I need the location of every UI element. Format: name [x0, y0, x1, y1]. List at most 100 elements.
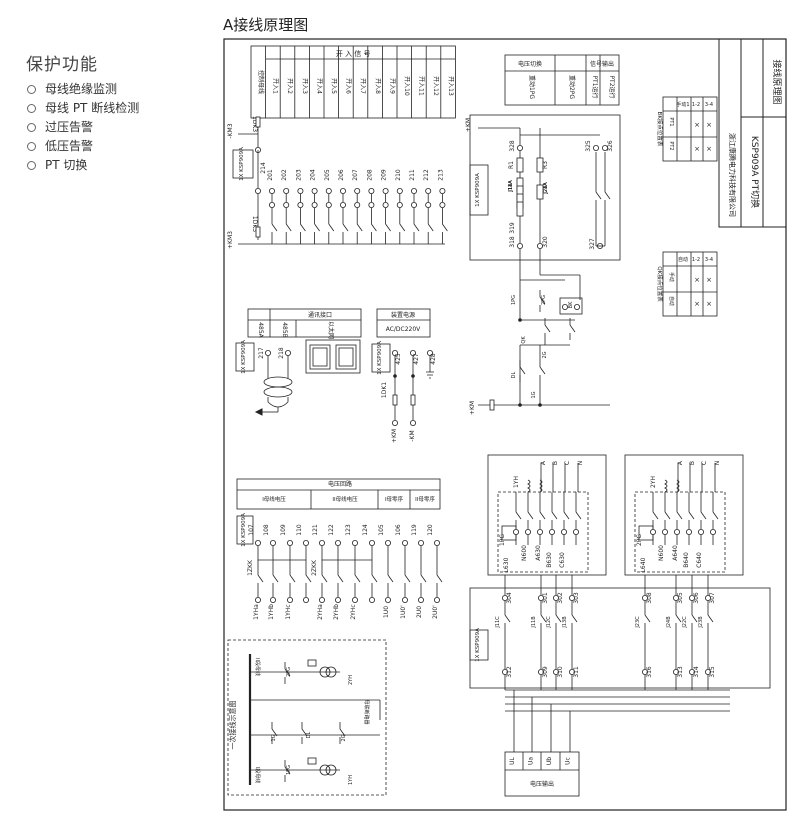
terminal-icon: [537, 529, 544, 536]
switch-contact-icon: [675, 614, 682, 623]
terminal-number: 428: [430, 353, 437, 365]
terminal-icon: [283, 201, 290, 208]
relay-label: J21A: [543, 182, 549, 195]
power-minus-label: -KM: [409, 430, 416, 441]
mcb-contact-icon: [354, 574, 361, 583]
terminal-number: 108: [263, 524, 270, 536]
terminal-number: 311: [573, 666, 580, 678]
terminal-number: 201: [267, 169, 274, 181]
fuse-label: 1DK3: [251, 116, 258, 132]
terminal-icon: [710, 529, 717, 536]
switch-contact-icon: [691, 614, 698, 623]
terminal-icon: [401, 540, 408, 547]
terminal-icon: [433, 540, 440, 547]
switch-label: BK: [568, 301, 574, 308]
pt-icon: [325, 666, 337, 678]
relay-coil-icon: [536, 157, 544, 173]
terminal-icon: [368, 597, 375, 604]
fuse-icon: [489, 399, 495, 411]
terminal-icon: [396, 201, 403, 208]
terminal-icon: [268, 201, 275, 208]
open-input-label: 开入4: [315, 78, 322, 94]
function-item: 过压告警: [27, 118, 139, 137]
terminal-icon: [254, 187, 261, 194]
terminal-number: 203: [295, 169, 302, 181]
bus-label: +KM: [469, 401, 476, 415]
pt-label: 2YH: [650, 476, 657, 488]
fuse-icon: [392, 394, 398, 406]
phase-label: C: [564, 461, 571, 465]
terminal-icon: [553, 595, 560, 602]
device-label-box: [469, 164, 489, 216]
output-col: Uc: [565, 757, 572, 765]
terminal-number: 309: [542, 666, 549, 678]
terminal-number: 206: [338, 169, 345, 181]
contact-closed-mark: ×: [694, 300, 700, 308]
breaker-label: 2ZKK: [311, 559, 318, 576]
table-col: 自动: [678, 256, 688, 263]
open-input-label: 开入13: [447, 76, 454, 96]
switch-label: QK: [521, 336, 527, 344]
ethernet-port-icon: [312, 347, 328, 367]
relay-label: J24B: [666, 616, 672, 629]
terminal-number: 110: [296, 524, 303, 536]
contact-table-title: QK接点位置表: [656, 266, 664, 302]
device-label: 1X KSP909A: [377, 341, 383, 375]
terminal-number: 123: [345, 524, 352, 536]
pt-output-label: 2U0: [416, 606, 423, 618]
terminal-icon: [673, 669, 680, 676]
terminal-number: 107: [248, 524, 255, 536]
terminal-number: 209: [381, 169, 388, 181]
pt-output-label: 2YHc: [350, 604, 357, 619]
contact-label: 2PG: [541, 295, 547, 305]
terminal-icon: [501, 595, 508, 602]
function-item: 低压告警: [27, 137, 139, 156]
terminal-icon: [286, 540, 293, 547]
contact-closed-mark: ×: [706, 121, 712, 129]
pt-contact-icon: [712, 511, 719, 520]
control-bus-label: 控制母线: [257, 70, 265, 94]
device-label: 1X KSP909A: [241, 513, 247, 547]
pt-label: 1PG: [286, 765, 292, 775]
switch-item: 重动1PG: [528, 75, 536, 99]
relay-coil-icon: [536, 184, 544, 200]
terminal-icon: [673, 595, 680, 602]
terminal-number: 310: [557, 666, 564, 678]
terminal-icon: [439, 201, 446, 208]
input-contact-icon: [328, 223, 335, 232]
terminal-icon: [401, 597, 408, 604]
pt-icon: [325, 764, 337, 776]
protection-function-list: 母线绝缘监测 母线 PT 断线检测 过压告警 低压告警 PT 切换: [27, 80, 139, 175]
input-contact-icon: [427, 223, 434, 232]
phase-label: N: [714, 461, 721, 466]
pt-winding-icon: [676, 479, 680, 493]
bus-label: I段母线: [254, 767, 261, 783]
terminal-icon: [689, 669, 696, 676]
switch-contact-icon: [571, 614, 578, 623]
function-item-label: 母线绝缘监测: [45, 82, 118, 96]
terminal-icon: [674, 529, 681, 536]
phase-label: A: [540, 460, 547, 465]
bullet-icon: [27, 85, 36, 94]
terminal-icon: [409, 419, 416, 426]
terminal-icon: [574, 303, 581, 310]
table-row: 手动: [668, 272, 675, 282]
terminal-icon: [391, 419, 398, 426]
contact-closed-mark: ×: [694, 276, 700, 284]
contact-closed-mark: ×: [694, 145, 700, 153]
open-input-label: 开入8: [374, 78, 381, 94]
phase-label: N: [577, 461, 584, 466]
function-item: PT 切换: [27, 156, 139, 175]
fuse-icon: [255, 116, 261, 128]
terminal-icon: [351, 597, 358, 604]
one-line-frame: [227, 639, 387, 796]
relay-coil-icon: [516, 201, 524, 217]
terminal-icon: [302, 597, 309, 604]
signal-contact-icon: [595, 191, 602, 200]
input-contact-icon: [399, 223, 406, 232]
breaker-contact-icon: [519, 366, 526, 375]
qk-switch-icon: [569, 324, 576, 333]
pt-group-label: I母线电压: [262, 495, 286, 503]
